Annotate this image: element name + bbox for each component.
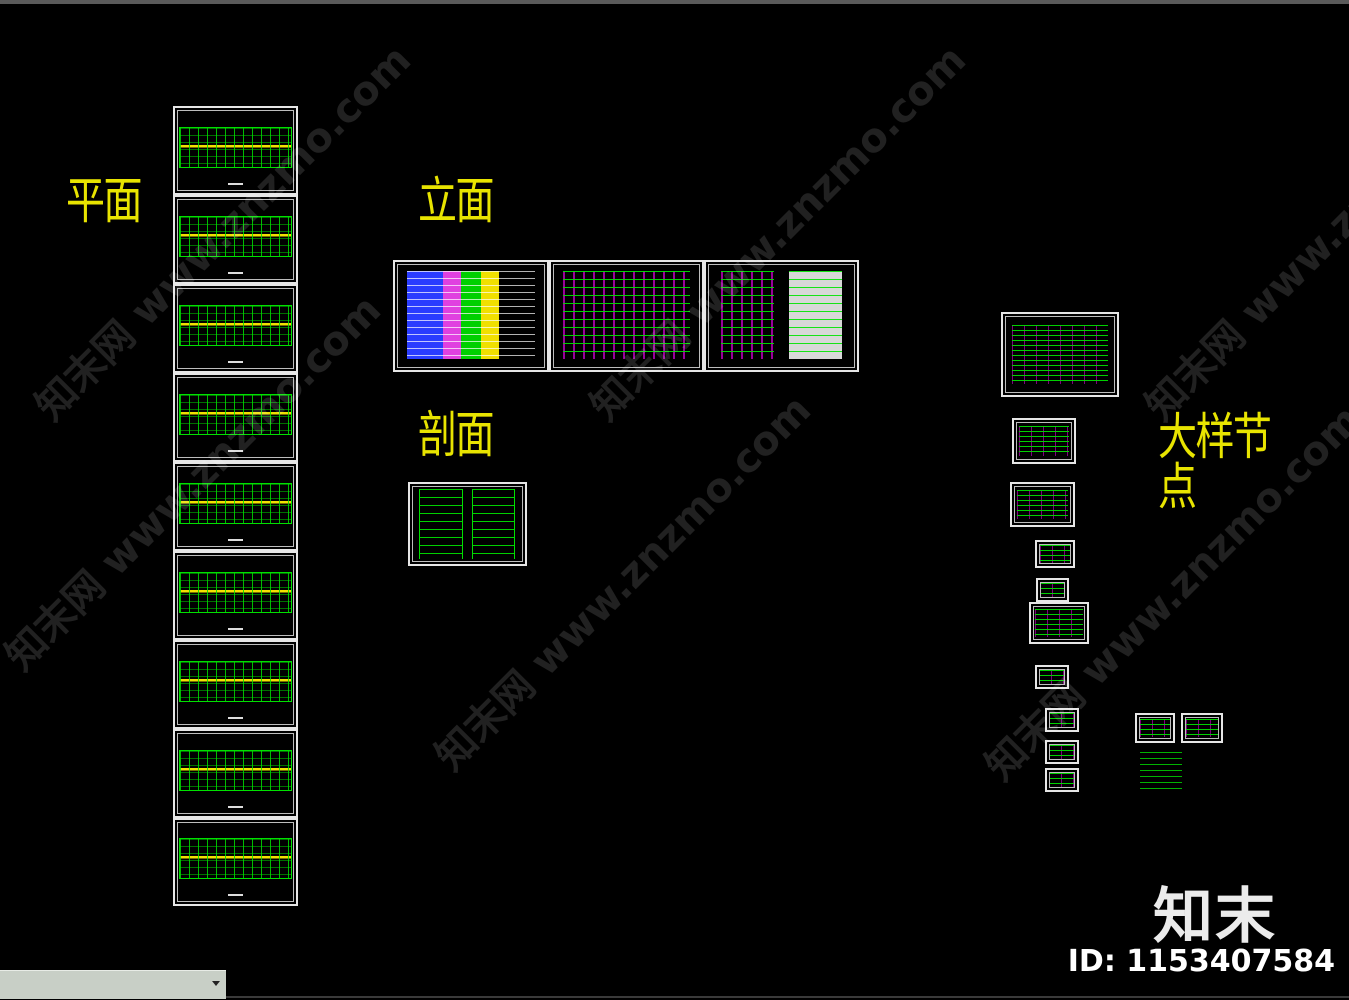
detail-sheet[interactable] [1135,713,1175,743]
bottom-edge [226,996,1349,998]
plan-sheet[interactable] [173,640,298,729]
detail-sheet[interactable] [1045,740,1079,764]
plan-sheet[interactable] [173,106,298,195]
detail-sheet[interactable] [1010,482,1075,527]
detail-sheet[interactable] [1035,540,1075,568]
label-details: 大样节点 [1158,408,1272,516]
detail-sheet[interactable] [1012,418,1076,464]
detail-notes-text [1140,752,1182,792]
plan-sheet[interactable] [173,195,298,284]
plan-sheet[interactable] [173,551,298,640]
section-sheet[interactable] [408,482,527,566]
elevation-sheet-front[interactable] [393,260,549,372]
detail-sheet[interactable] [1181,713,1223,743]
detail-sheet[interactable] [1001,312,1119,397]
detail-sheet[interactable] [1029,602,1089,644]
detail-sheet[interactable] [1045,768,1079,792]
elevation-sheet-side[interactable] [704,260,859,372]
chevron-down-icon[interactable] [212,981,220,986]
plan-sheet[interactable] [173,462,298,551]
watermark: 知末网 www.znzmo.com [1137,36,1349,430]
label-elevation: 立面 [418,172,494,230]
label-section: 剖面 [418,406,494,464]
detail-sheet[interactable] [1036,578,1069,602]
brand-logo-text: 知末 [1153,882,1277,952]
detail-sheet[interactable] [1035,665,1069,689]
status-bar[interactable] [0,970,226,999]
plan-sheet[interactable] [173,818,298,906]
plan-sheet[interactable] [173,373,298,462]
detail-sheet[interactable] [1045,708,1079,732]
plan-sheet[interactable] [173,284,298,373]
elevation-sheet-rear[interactable] [549,260,704,372]
label-plan: 平面 [66,172,142,230]
image-id-label: ID: 1153407584 [1067,944,1335,979]
plan-sheet[interactable] [173,729,298,818]
top-toolbar-edge [0,0,1349,4]
